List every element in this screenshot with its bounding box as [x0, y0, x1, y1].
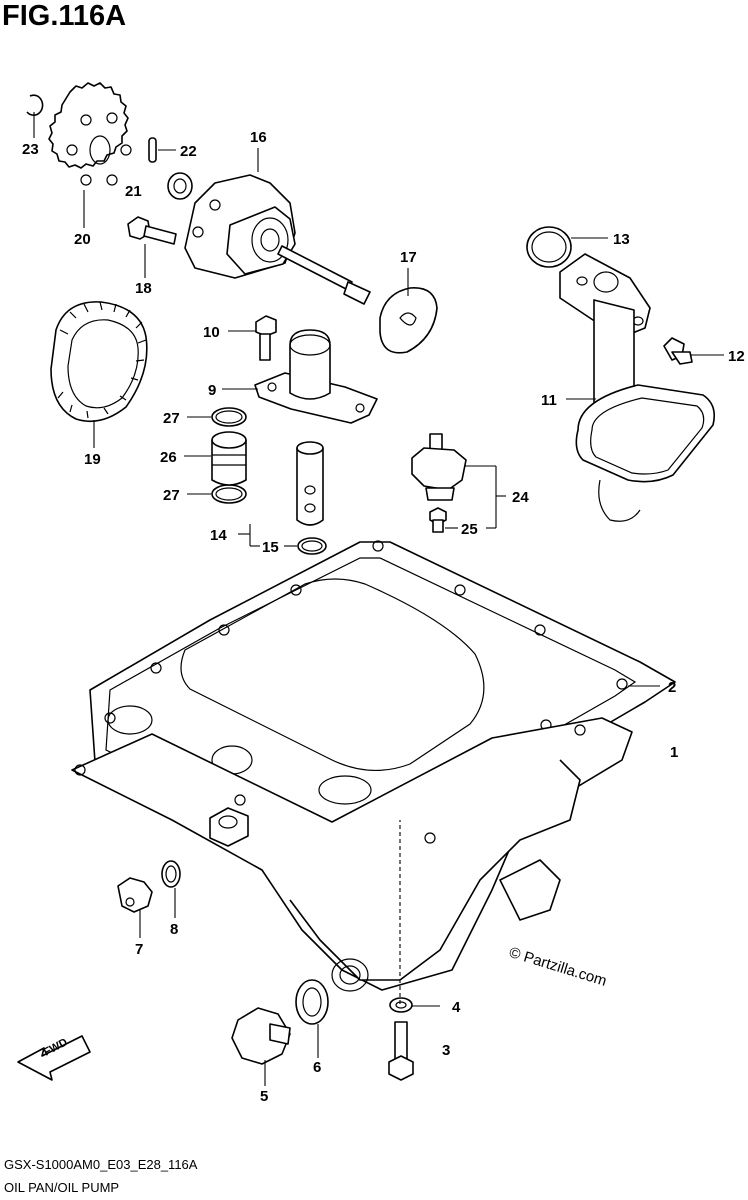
callout-2[interactable]: 2	[668, 679, 676, 696]
part-14-relief-valve[interactable]	[296, 441, 324, 526]
callout-24[interactable]: 24	[512, 489, 529, 506]
part-5-drain-plug[interactable]	[231, 1007, 291, 1065]
figure-caption: OIL PAN/OIL PUMP	[4, 1180, 120, 1195]
part-7-plug[interactable]	[117, 877, 153, 913]
callout-1[interactable]: 1	[670, 744, 678, 761]
callout-25[interactable]: 25	[461, 521, 478, 538]
part-22-dowel-pin[interactable]	[148, 137, 157, 163]
callout-19[interactable]: 19	[84, 451, 101, 468]
part-18-bolt[interactable]	[127, 216, 177, 245]
fwd-arrow-icon: FWD	[17, 1035, 91, 1081]
callout-22[interactable]: 22	[180, 143, 197, 160]
part-4-washer[interactable]	[389, 997, 413, 1013]
part-27-o-ring-upper[interactable]	[211, 407, 247, 427]
part-9-valve-housing[interactable]	[254, 329, 378, 424]
callout-8[interactable]: 8	[170, 921, 178, 938]
part-21-washer[interactable]	[167, 172, 193, 200]
callout-10[interactable]: 10	[203, 324, 220, 341]
callout-11[interactable]: 11	[541, 392, 557, 409]
callout-12[interactable]: 12	[728, 348, 745, 365]
part-3-bolt[interactable]	[388, 1021, 414, 1081]
callout-13[interactable]: 13	[613, 231, 630, 248]
part-8-gasket[interactable]	[161, 860, 181, 888]
part-25-screw[interactable]	[429, 507, 447, 533]
figure-title: FIG.116A	[2, 0, 127, 32]
callout-labels: 1 2 3 4 5 6 7 8 9 10 11 12 13 14 15 16 1…	[22, 129, 745, 1105]
part-15-o-ring[interactable]	[297, 537, 327, 555]
callout-9[interactable]: 9	[208, 382, 216, 399]
callout-27-lower[interactable]: 27	[163, 487, 180, 504]
part-11-oil-strainer[interactable]	[559, 253, 716, 522]
callout-3[interactable]: 3	[442, 1042, 450, 1059]
part-6-gasket[interactable]	[295, 979, 329, 1025]
part-13-o-ring[interactable]	[526, 226, 572, 268]
callout-15[interactable]: 15	[262, 539, 279, 556]
callout-7[interactable]: 7	[135, 941, 143, 958]
part-17-gasket[interactable]	[379, 287, 438, 354]
callout-17[interactable]: 17	[400, 249, 417, 266]
callout-4[interactable]: 4	[452, 999, 461, 1016]
part-12-bolt[interactable]	[663, 337, 693, 365]
callout-21[interactable]: 21	[125, 183, 142, 200]
part-26-sleeve[interactable]	[211, 431, 247, 486]
part-23-circlip[interactable]	[26, 94, 44, 116]
callout-16[interactable]: 16	[250, 129, 267, 146]
part-20-oil-pump-sprocket[interactable]	[48, 82, 132, 186]
part-16-oil-pump[interactable]	[184, 174, 371, 305]
part-27-o-ring-lower[interactable]	[211, 484, 247, 504]
callout-18[interactable]: 18	[135, 280, 152, 297]
callout-20[interactable]: 20	[74, 231, 91, 248]
callout-26[interactable]: 26	[160, 449, 177, 466]
callout-5[interactable]: 5	[260, 1088, 268, 1105]
callout-6[interactable]: 6	[313, 1059, 321, 1076]
leader-lines	[33, 112, 724, 1086]
part-24-oil-pressure-switch[interactable]	[411, 433, 467, 501]
callout-23[interactable]: 23	[22, 141, 39, 158]
figure-code: GSX-S1000AM0_E03_E28_116A	[4, 1157, 198, 1172]
part-19-driven-gear[interactable]	[50, 301, 148, 423]
part-1-oil-pan[interactable]	[71, 717, 633, 992]
callout-27-upper[interactable]: 27	[163, 410, 180, 427]
callout-14[interactable]: 14	[210, 527, 227, 544]
part-10-bolt[interactable]	[255, 315, 277, 361]
